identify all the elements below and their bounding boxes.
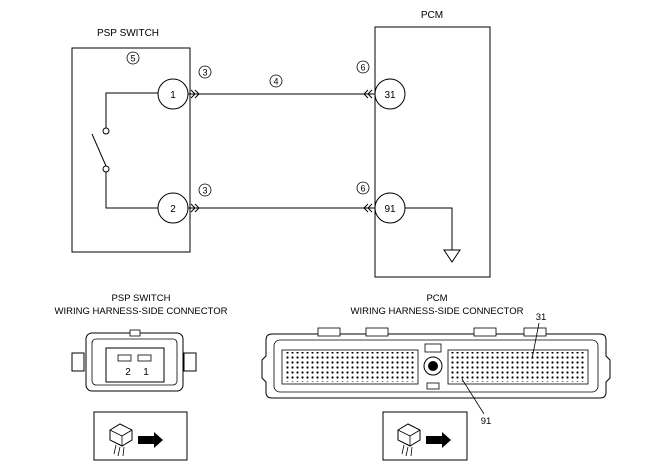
psp-terminal-1-slot bbox=[137, 354, 152, 362]
psp-connector-title-1: PSP SWITCH bbox=[112, 293, 171, 304]
psp-terminal-2-label: 2 bbox=[125, 367, 131, 378]
pcm-connector-center-notch bbox=[424, 343, 442, 353]
pcm-callout-91-leader bbox=[461, 378, 485, 415]
ref-circle-6-bottom bbox=[356, 181, 370, 195]
psp-connector-inner-frame bbox=[91, 338, 178, 386]
psp-connector-view: PSP SWITCH WIRING HARNESS-SIDE CONNECTOR… bbox=[55, 293, 228, 461]
psp-connector-latch bbox=[129, 329, 141, 337]
pcm-view-inset bbox=[382, 411, 468, 461]
pcm-callout-91-label: 91 bbox=[481, 416, 492, 427]
connector-chevron-icon bbox=[363, 203, 373, 213]
switch-blade bbox=[91, 133, 107, 167]
connector-chevron-icon bbox=[190, 203, 200, 213]
connector-chevron-icon bbox=[363, 89, 373, 99]
connector-chevron-icon bbox=[190, 89, 200, 99]
pcm-connector-bolt-hole bbox=[428, 361, 438, 371]
pcm-connector-tab bbox=[365, 327, 389, 337]
pcm-pin-91-label: 91 bbox=[384, 204, 396, 215]
ground-wire bbox=[405, 207, 453, 250]
ref-label-3-top: 3 bbox=[202, 68, 207, 78]
ref-circle-3-top bbox=[198, 65, 212, 79]
psp-connector-right-ear bbox=[183, 352, 197, 372]
ref-circle-3-bottom bbox=[198, 183, 212, 197]
pcm-pin-array-right bbox=[450, 352, 586, 382]
ground-icon bbox=[443, 249, 461, 263]
pcm-callout-31-label: 31 bbox=[536, 312, 547, 323]
ref-circle-4 bbox=[269, 74, 283, 88]
pcm-block: PCM 31 91 bbox=[374, 10, 491, 278]
psp-switch-block: PSP SWITCH 5 1 2 bbox=[71, 28, 191, 253]
switch-wire-top bbox=[105, 92, 158, 128]
psp-pin-1-label: 1 bbox=[170, 90, 176, 101]
psp-switch-title: PSP SWITCH bbox=[97, 28, 159, 39]
arrow-right-icon bbox=[426, 432, 451, 448]
switch-contact-top bbox=[102, 127, 110, 135]
connector-view-icon bbox=[397, 423, 421, 457]
psp-connector-face bbox=[105, 347, 165, 383]
ref-label-6-top: 6 bbox=[360, 63, 365, 73]
pcm-pin-array-left bbox=[284, 352, 416, 382]
switch-contact-bottom bbox=[102, 165, 110, 173]
pcm-connector-tab bbox=[317, 327, 341, 337]
pcm-title: PCM bbox=[421, 10, 443, 21]
connector-view-icon bbox=[109, 423, 133, 457]
pcm-connector-center-key bbox=[426, 382, 440, 390]
psp-switch-box bbox=[71, 47, 191, 253]
pcm-box bbox=[374, 26, 491, 278]
psp-terminal-2-slot bbox=[117, 354, 132, 362]
psp-terminal-1-label: 1 bbox=[143, 367, 149, 378]
pcm-callout-31-leader bbox=[531, 322, 540, 360]
psp-connector-title-2: WIRING HARNESS-SIDE CONNECTOR bbox=[55, 306, 228, 317]
ref-label-6-bottom: 6 bbox=[360, 184, 365, 194]
ref-circle-6-top bbox=[356, 60, 370, 74]
pcm-connector-inner-frame bbox=[273, 339, 599, 393]
switch-wire-bottom bbox=[105, 172, 158, 209]
pcm-connector-title-1: PCM bbox=[426, 293, 447, 304]
ref-label-5: 5 bbox=[130, 54, 135, 64]
harness-wires: 3 3 4 6 6 bbox=[188, 60, 375, 213]
pcm-connector-tab bbox=[523, 327, 547, 337]
pcm-connector-title-2: WIRING HARNESS-SIDE CONNECTOR bbox=[351, 306, 524, 317]
ref-circle-5 bbox=[126, 51, 140, 65]
arrow-right-icon bbox=[138, 432, 163, 448]
pcm-connector-tab bbox=[473, 327, 497, 337]
pcm-pin-31-label: 31 bbox=[384, 90, 396, 101]
psp-connector-left-ear bbox=[71, 352, 85, 372]
psp-pin-2-label: 2 bbox=[170, 204, 176, 215]
ref-label-4: 4 bbox=[273, 77, 278, 87]
ref-label-3-bottom: 3 bbox=[202, 186, 207, 196]
pcm-connector-view: PCM WIRING HARNESS-SIDE CONNECTOR 31 91 bbox=[261, 293, 611, 461]
